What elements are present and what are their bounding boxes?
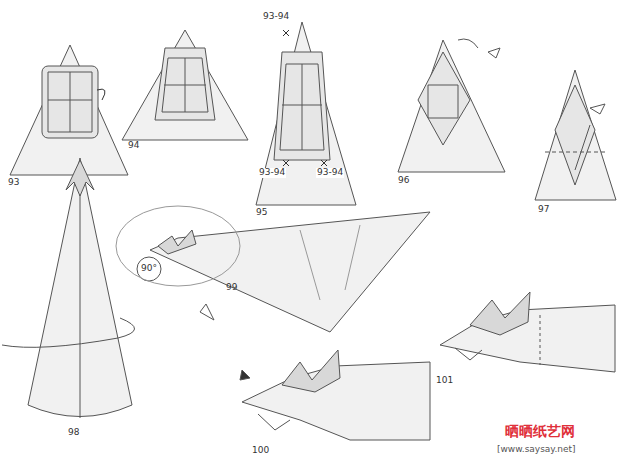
reference-number: 93-94 [316, 168, 344, 178]
watermark-url: [www.saysay.net] [497, 445, 576, 455]
paper-figure [398, 40, 505, 172]
watermark: 晒晒纸艺网 [505, 424, 575, 439]
paper-figure [535, 70, 616, 200]
paper-flap [42, 66, 98, 138]
step-number: 95 [256, 208, 267, 218]
paper-figure [10, 45, 128, 175]
step-number: 93 [8, 178, 19, 188]
step-number: 97 [538, 205, 549, 215]
reference-number: 93-94 [258, 168, 286, 178]
step-number: 100 [252, 446, 269, 456]
paper-figure [122, 30, 248, 140]
step-number: 99 [226, 283, 237, 293]
step-number: 98 [68, 428, 79, 438]
paper-figure [150, 212, 430, 332]
step-number: 94 [128, 141, 139, 151]
reference-number: 93-94 [262, 12, 290, 22]
step-number: 96 [398, 176, 409, 186]
step-number: 101 [436, 376, 453, 386]
rotation-angle: 90° [141, 264, 157, 274]
paper-figure [256, 22, 356, 205]
